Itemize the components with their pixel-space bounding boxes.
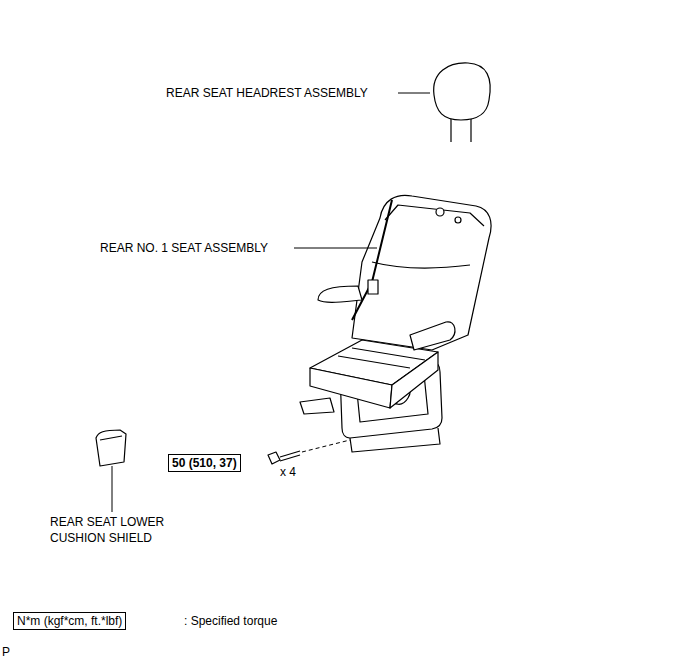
part-label: REAR SEAT LOWER CUSHION SHIELD xyxy=(50,514,185,546)
part-label: REAR SEAT HEADREST ASSEMBLY xyxy=(166,85,368,101)
box-text: N*m (kgf*cm, ft.*lbf) xyxy=(17,614,122,628)
torque-legend-box: N*m (kgf*cm, ft.*lbf) xyxy=(13,612,126,630)
page-code: P xyxy=(2,644,10,660)
quantity-label: x 4 xyxy=(280,464,296,480)
box-text: 50 (510, 37) xyxy=(172,456,237,470)
part-label: REAR NO. 1 SEAT ASSEMBLY xyxy=(100,240,268,256)
torque-box: 50 (510, 37) xyxy=(168,454,241,472)
legend-text: : Specified torque xyxy=(184,613,277,629)
